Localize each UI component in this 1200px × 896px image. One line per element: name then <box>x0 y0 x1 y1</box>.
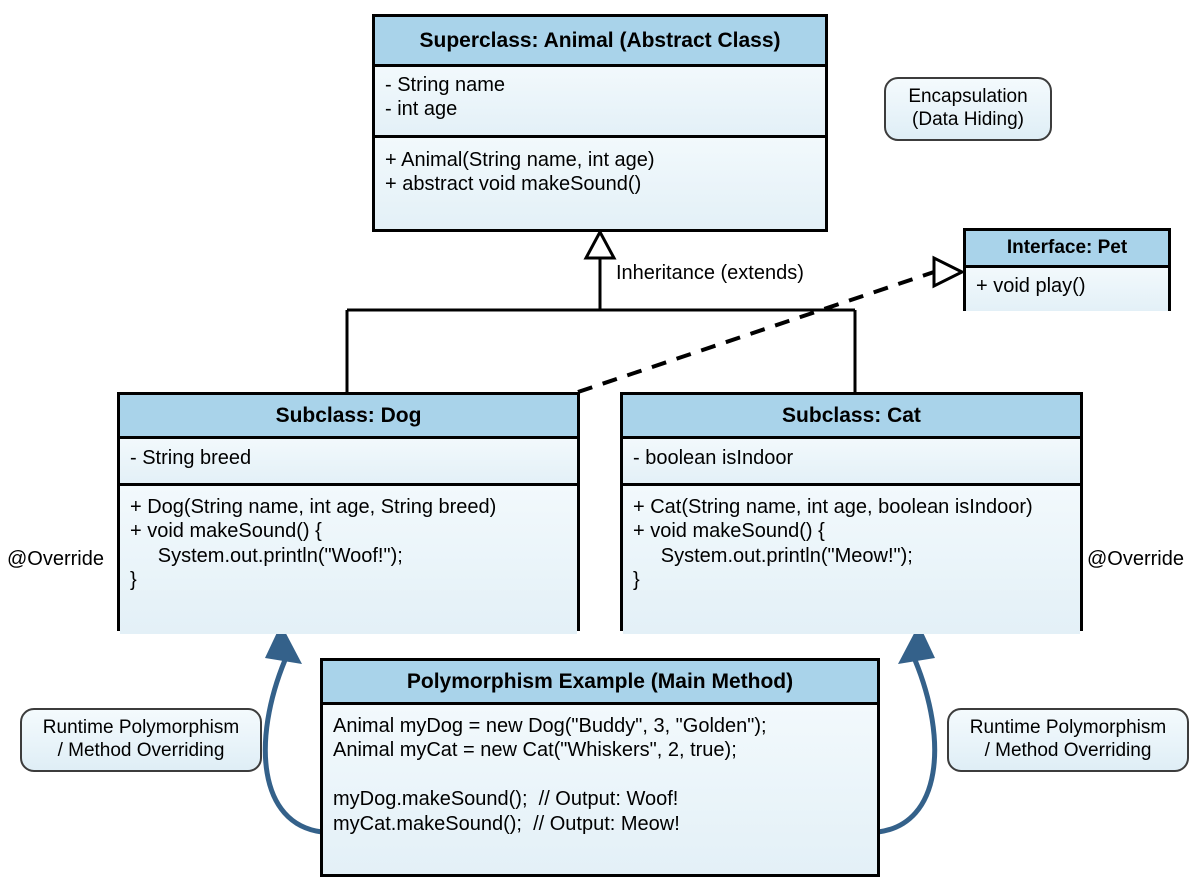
attribute-row: - int age <box>385 98 458 121</box>
code-row: Animal myCat = new Cat("Whiskers", 2, tr… <box>333 739 737 762</box>
callout-line: / Method Overriding <box>984 740 1152 761</box>
interface-header-pet: Interface: Pet <box>966 231 1168 268</box>
attribute-row: - boolean isIndoor <box>633 447 794 469</box>
callout-line: Encapsulation <box>908 86 1028 108</box>
callout-runtime-polymorphism-right[interactable]: Runtime Polymorphism / Method Overriding <box>947 708 1189 772</box>
attribute-row: - String breed <box>130 447 252 469</box>
callout-runtime-polymorphism-left[interactable]: Runtime Polymorphism / Method Overriding <box>20 708 262 772</box>
method-row: + Dog(String name, int age, String breed… <box>130 496 497 518</box>
polymorphism-arrow-right <box>875 624 938 835</box>
code-compartment-main-method: Animal myDog = new Dog("Buddy", 3, "Gold… <box>323 705 877 874</box>
callout-line: Runtime Polymorphism <box>42 717 240 739</box>
inheritance-connector <box>345 255 857 392</box>
method-row: + Animal(String name, int age) <box>385 149 655 171</box>
methods-compartment-dog: + Dog(String name, int age, String breed… <box>120 483 577 634</box>
code-row: myCat.makeSound(); // Output: Meow! <box>333 812 680 835</box>
inheritance-hollow-triangle <box>583 228 617 260</box>
callout-line: Runtime Polymorphism <box>969 717 1167 739</box>
callout-line: / Method Overriding <box>57 740 225 761</box>
attributes-compartment-animal: - String name - int age <box>375 67 825 135</box>
code-row: myDog.makeSound(); // Output: Woof! <box>333 788 679 811</box>
attributes-compartment-cat: - boolean isIndoor <box>623 439 1080 483</box>
label-override-right: @Override <box>1087 548 1184 570</box>
methods-compartment-pet: + void play() <box>966 268 1168 311</box>
realization-dashed-line <box>577 270 935 394</box>
callout-line: (Data Hiding) <box>912 109 1024 130</box>
interface-box-pet[interactable]: Interface: Pet + void play() <box>963 228 1171 311</box>
method-row: + void play() <box>976 275 1086 297</box>
methods-compartment-cat: + Cat(String name, int age, boolean isIn… <box>623 483 1080 634</box>
method-row: + Cat(String name, int age, boolean isIn… <box>633 496 1033 518</box>
method-row: + abstract void makeSound() <box>385 173 642 196</box>
class-box-animal[interactable]: Superclass: Animal (Abstract Class) - St… <box>372 14 828 232</box>
attribute-row: - String name <box>385 74 506 96</box>
attributes-compartment-dog: - String breed <box>120 439 577 483</box>
code-row-blank <box>333 763 867 787</box>
class-header-dog: Subclass: Dog <box>120 395 577 439</box>
realization-hollow-triangle <box>932 255 966 289</box>
method-row: System.out.println("Meow!"); <box>633 544 913 567</box>
method-row: } <box>130 569 137 592</box>
code-row: Animal myDog = new Dog("Buddy", 3, "Gold… <box>333 715 767 737</box>
class-box-main-method[interactable]: Polymorphism Example (Main Method) Anima… <box>320 658 880 877</box>
label-inheritance-extends: Inheritance (extends) <box>616 262 804 284</box>
method-row: + void makeSound() { <box>130 520 322 543</box>
callout-encapsulation[interactable]: Encapsulation (Data Hiding) <box>884 77 1052 141</box>
class-header-cat: Subclass: Cat <box>623 395 1080 439</box>
class-header-main-method: Polymorphism Example (Main Method) <box>323 661 877 705</box>
methods-compartment-animal: + Animal(String name, int age) + abstrac… <box>375 135 825 229</box>
class-header-animal: Superclass: Animal (Abstract Class) <box>375 17 825 67</box>
class-box-cat[interactable]: Subclass: Cat - boolean isIndoor + Cat(S… <box>620 392 1083 634</box>
label-override-left: @Override <box>7 548 104 570</box>
method-row: } <box>633 569 640 592</box>
method-row: + void makeSound() { <box>633 520 825 543</box>
class-box-dog[interactable]: Subclass: Dog - String breed + Dog(Strin… <box>117 392 580 634</box>
method-row: System.out.println("Woof!"); <box>130 544 403 567</box>
polymorphism-arrow-left <box>262 624 325 835</box>
